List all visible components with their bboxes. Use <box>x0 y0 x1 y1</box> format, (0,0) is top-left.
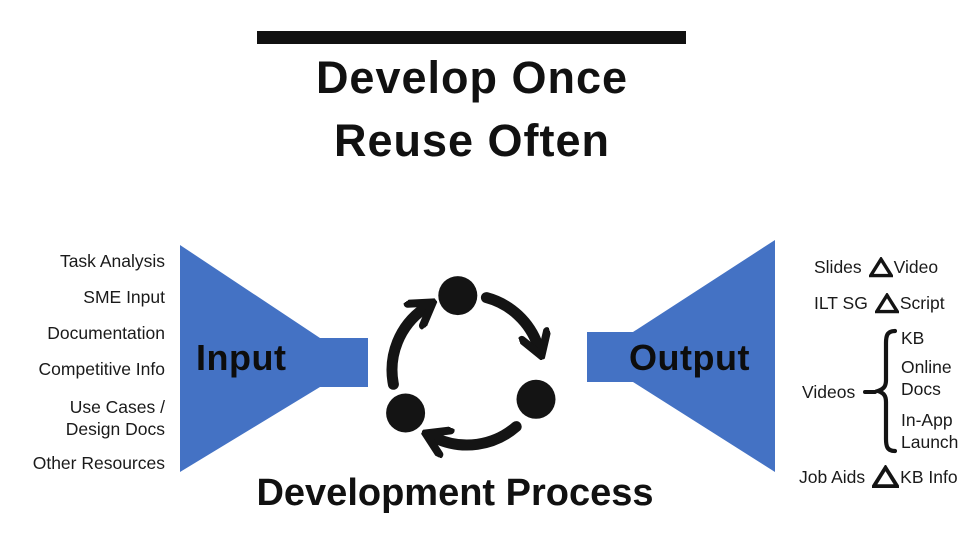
input-item-documentation: Documentation <box>47 323 165 343</box>
cycle-arrows-icon <box>386 276 556 480</box>
delta-triangle-icon <box>868 256 893 277</box>
output-pair-iltsg-script: ILT SG Script <box>814 292 945 314</box>
output-pair-slides-video: Slides Video <box>814 256 938 278</box>
input-item-competitive-info: Competitive Info <box>38 359 165 379</box>
video-item-in-app-launch-line2: Launch <box>901 432 959 452</box>
video-item-kb: KB <box>901 328 925 348</box>
title-line-2: Reuse Often <box>333 115 611 166</box>
delta-triangle-icon <box>874 292 899 313</box>
delta-triangle-icon <box>872 465 900 489</box>
input-funnel-shape <box>180 245 368 472</box>
cycle-arrow-top-to-right <box>480 292 538 346</box>
cycle-node-top <box>438 276 478 316</box>
dash-connector <box>863 390 877 394</box>
cycle-arrow-left-to-top <box>386 309 424 390</box>
title-line-1: Develop Once <box>315 52 629 103</box>
video-item-online-docs-line2: Docs <box>901 379 941 399</box>
output-label-script: Script <box>899 293 945 313</box>
input-item-use-cases-line2: Design Docs <box>65 419 165 439</box>
output-funnel-shape <box>587 240 775 472</box>
process-caption: Development Process <box>256 472 654 514</box>
input-item-use-cases-line1: Use Cases / <box>69 397 165 417</box>
input-item-other-resources: Other Resources <box>32 453 165 473</box>
output-pair-jobaids-kbinfo: Job Aids KB Info <box>799 465 958 489</box>
output-label-ilt-sg: ILT SG <box>814 293 868 313</box>
videos-group-label: Videos <box>802 382 856 402</box>
title-rule <box>257 31 686 44</box>
page-title: Develop Once Reuse Often <box>212 46 732 172</box>
cycle-node-right <box>516 379 556 419</box>
video-item-online-docs-line1: Online <box>901 357 952 377</box>
input-funnel-label: Input <box>196 337 287 378</box>
output-funnel-label: Output <box>629 337 750 378</box>
output-label-slides: Slides <box>814 257 862 277</box>
output-label-video: Video <box>893 257 939 277</box>
output-label-kb-info: KB Info <box>900 467 958 487</box>
curly-brace-icon <box>875 328 897 454</box>
video-item-in-app-launch-line1: In-App <box>901 410 953 430</box>
input-item-sme-input: SME Input <box>83 287 165 307</box>
input-item-task-analysis: Task Analysis <box>59 251 165 271</box>
cycle-arrow-right-to-left <box>435 421 522 445</box>
cycle-node-left <box>386 393 426 433</box>
output-label-job-aids: Job Aids <box>799 467 866 487</box>
